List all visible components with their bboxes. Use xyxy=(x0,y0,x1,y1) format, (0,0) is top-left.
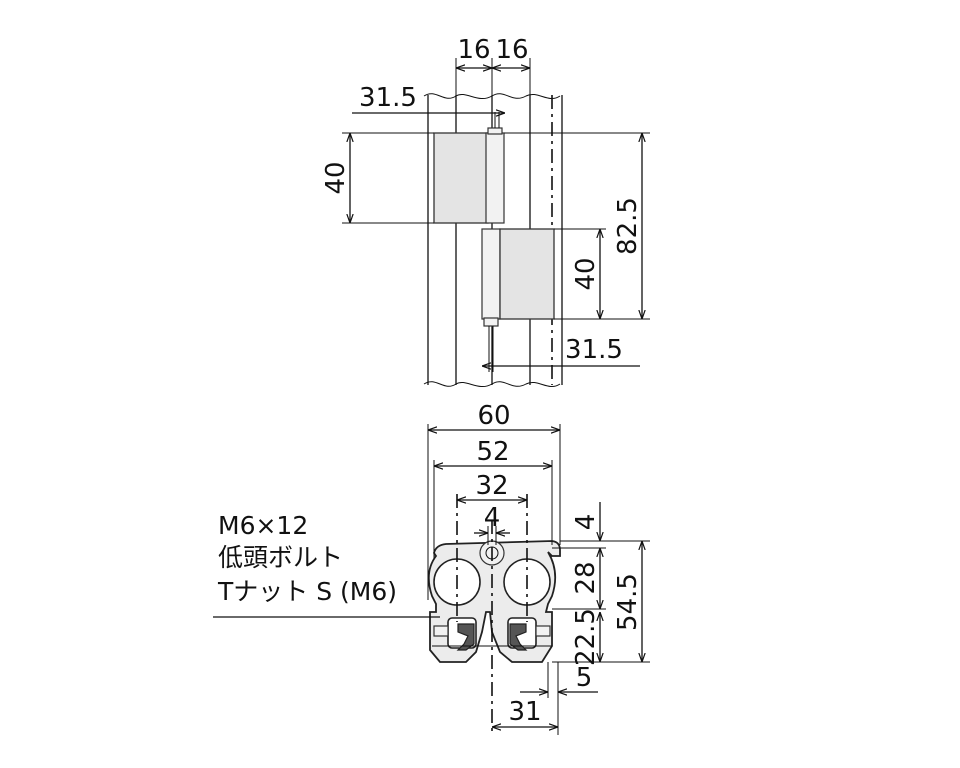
dim-54-5: 54.5 xyxy=(613,573,643,631)
dim-82-5: 82.5 xyxy=(613,197,643,255)
dim-32: 32 xyxy=(475,471,508,501)
bolt-right xyxy=(535,625,551,637)
callout-line-1: M6×12 xyxy=(218,511,308,540)
dim-52: 52 xyxy=(476,437,509,467)
dim-16-right: 16 xyxy=(495,35,528,65)
callout-line-2: 低頭ボルト xyxy=(218,543,343,572)
upper-hinge-leaf xyxy=(433,132,489,224)
dim-4-width: 4 xyxy=(484,503,501,533)
t-nut-left xyxy=(456,623,475,651)
dim-40-left: 40 xyxy=(321,161,351,194)
bolt-left xyxy=(433,625,449,637)
dim-40-right: 40 xyxy=(571,257,601,290)
dim-16-left: 16 xyxy=(457,35,490,65)
pin-cap-bottom xyxy=(483,317,499,327)
dim-5: 5 xyxy=(576,663,593,693)
pin-cap-top xyxy=(487,127,503,135)
dim-31-5-top: 31.5 xyxy=(359,83,417,113)
callout-line-3: Tナット S (M6) xyxy=(217,577,397,606)
upper-knuckle xyxy=(485,132,505,224)
dim-22-5: 22.5 xyxy=(571,608,601,666)
hinge-section-view: 60 52 32 4 4 28 22.5 54.5 xyxy=(213,401,650,735)
dim-31: 31 xyxy=(508,697,541,727)
dim-31-5-bottom: 31.5 xyxy=(565,335,623,365)
dim-28: 28 xyxy=(571,561,601,594)
hinge-front-view: 16 16 31.5 40 82.5 40 31.5 xyxy=(321,35,650,388)
lower-hinge-leaf xyxy=(499,228,555,320)
dim-60: 60 xyxy=(477,401,510,431)
dim-4-height: 4 xyxy=(571,514,601,531)
lower-knuckle xyxy=(481,228,501,320)
